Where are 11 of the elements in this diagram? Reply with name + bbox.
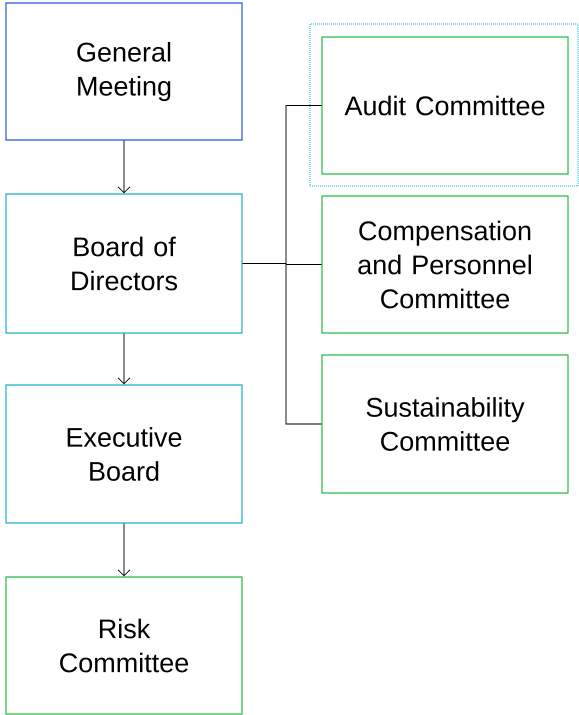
committee-box: Audit Committee (321, 36, 569, 175)
committee-box: Board of Directors (5, 193, 243, 334)
arrow (118, 140, 130, 194)
committee-box: Sustainability Committee (321, 354, 569, 494)
committee-box: Compensation and Personnel Committee (321, 195, 569, 334)
connector-line (242, 263, 322, 424)
committee-box: General Meeting (5, 2, 243, 141)
committee-box: Executive Board (5, 384, 243, 524)
arrow (118, 333, 130, 384)
committee-box: Risk Committee (5, 576, 243, 715)
arrow (118, 523, 130, 576)
